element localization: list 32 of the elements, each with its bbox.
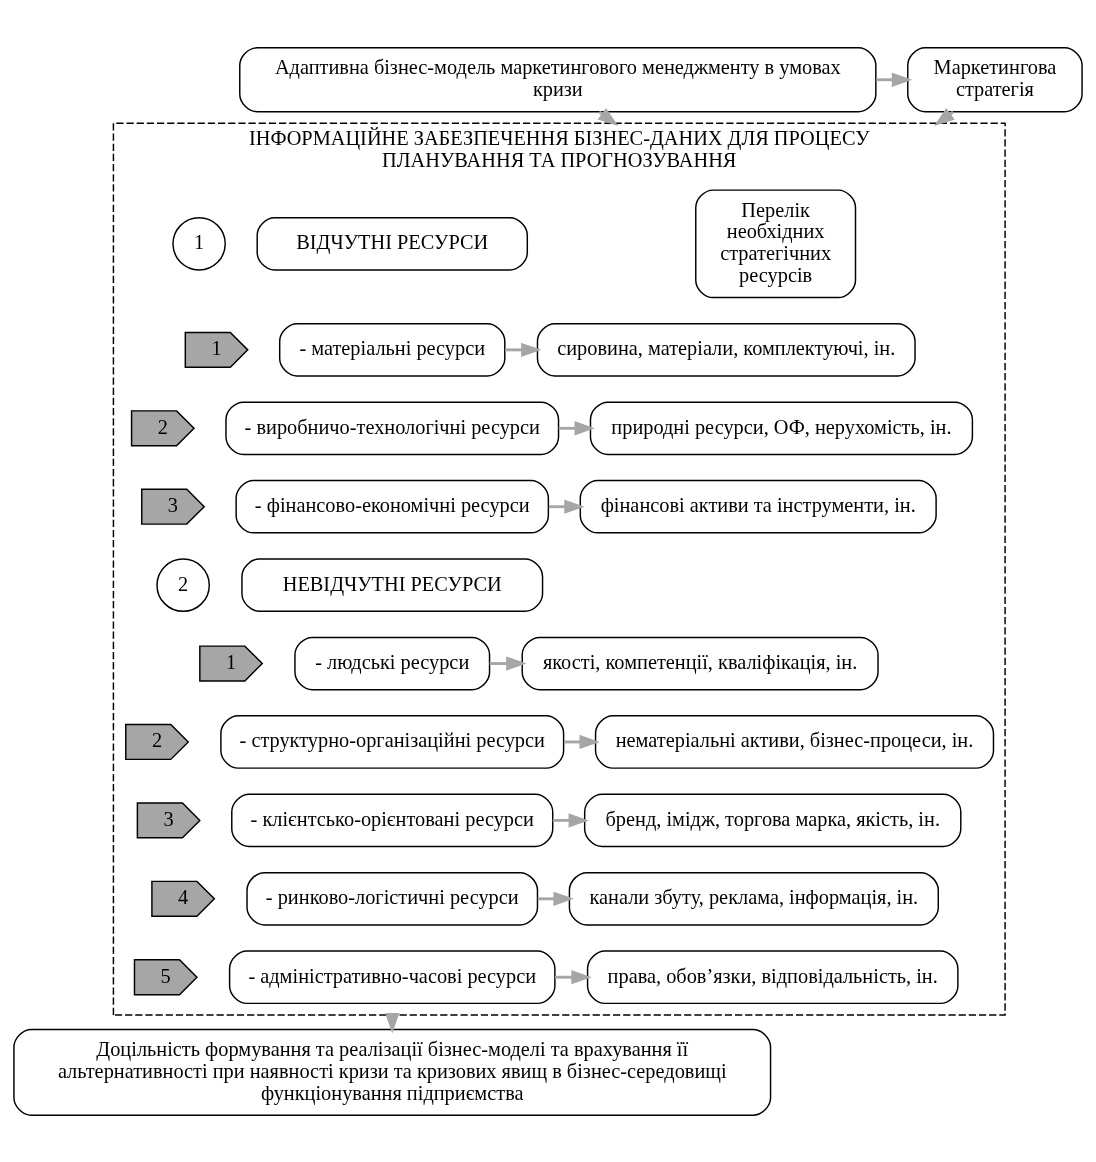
node-box: сировина, матеріали, комплектуючі, ін. [536, 322, 916, 377]
node-box: - фінансово-економічні ресурси [235, 479, 550, 534]
node-box: природні ресурси, ОФ, нерухомість, ін. [589, 400, 974, 455]
arrow [548, 499, 585, 514]
node-box: права, обов’язки, відповідальність, ін. [586, 949, 959, 1004]
arrow [555, 969, 592, 984]
arrow [505, 342, 542, 357]
arrow [876, 72, 913, 87]
node-box: - матеріальні ресурси [278, 322, 506, 377]
node-box: - виробничо-технологічні ресурси [225, 400, 560, 455]
node-box: Адаптивна бізнес-модель маркетингового менеджменту в умовах кризи [239, 46, 877, 112]
arrow [552, 812, 589, 827]
node-box: Перелік необхідних стратегічних ресурсів [695, 188, 857, 298]
node-box: Доцільність формування та реалізації бізнес-моделі та врахування її альтернативності при наявності кризи та кризових явищ в бізнес-середовищі функціонування підприємства [13, 1028, 772, 1116]
node-box: якості, компетенції, кваліфікація, ін. [521, 636, 879, 690]
node-box: НЕВІДЧУТНІ РЕСУРСИ [241, 557, 544, 612]
arrow [558, 420, 595, 435]
node-box: - клієнтсько-орієнтовані ресурси [231, 793, 554, 847]
arrow [537, 891, 574, 906]
node-box: - людські ресурси [294, 636, 491, 690]
node-box: бренд, імідж, торгова марка, якість, ін. [583, 793, 962, 847]
node-box: - структурно-організаційні ресурси [220, 714, 565, 769]
arrow [489, 655, 527, 671]
node-box: ВІДЧУТНІ РЕСУРСИ [256, 216, 529, 271]
node-circle: 1 [172, 216, 226, 271]
node-circle: 2 [156, 557, 210, 612]
node-box: - адміністративно-часові ресурси [228, 949, 556, 1004]
node-box: канали збуту, реклама, інформація, ін. [568, 871, 939, 926]
node-box: нематеріальні активи, бізнес-процеси, ін. [594, 714, 995, 769]
node-box: - ринково-логістичні ресурси [246, 871, 539, 926]
node-box: Маркетингова стратегія [907, 46, 1083, 112]
node-box: фінансові активи та інструменти, ін. [579, 479, 937, 534]
